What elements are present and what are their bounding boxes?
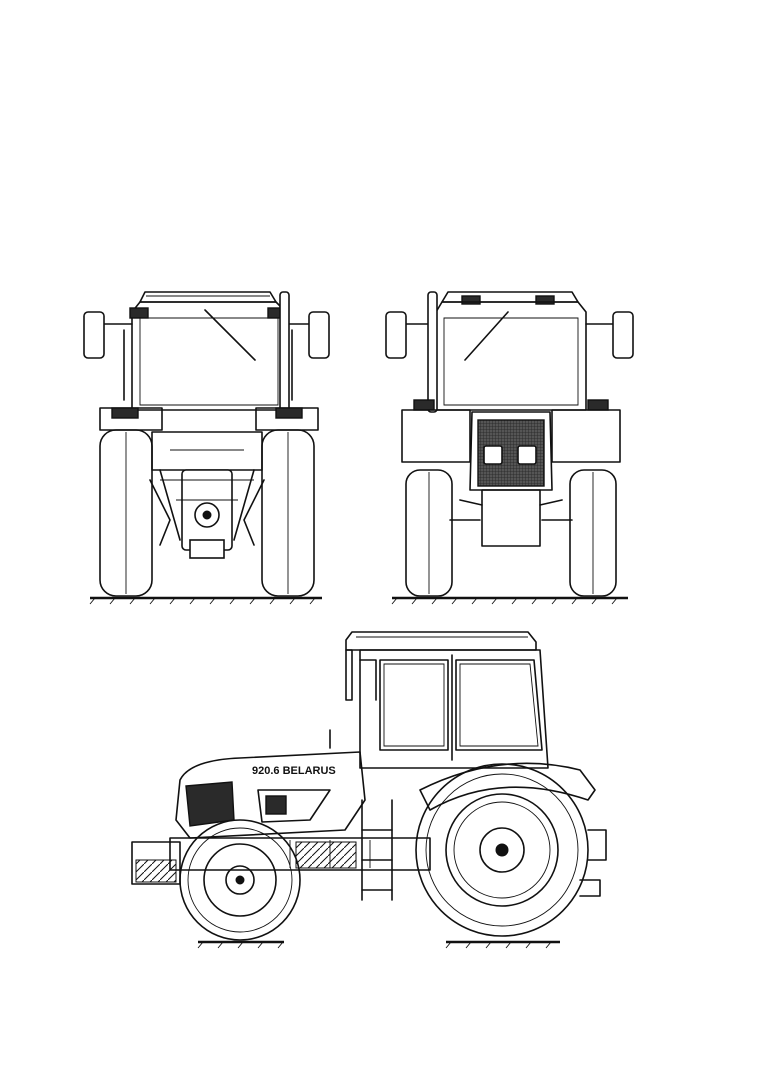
model-label: 920.6 BELARUS [252,765,336,777]
rear-view [83,291,330,605]
front-view [385,291,634,605]
side-view: 920.6 BELARUS [131,631,607,949]
